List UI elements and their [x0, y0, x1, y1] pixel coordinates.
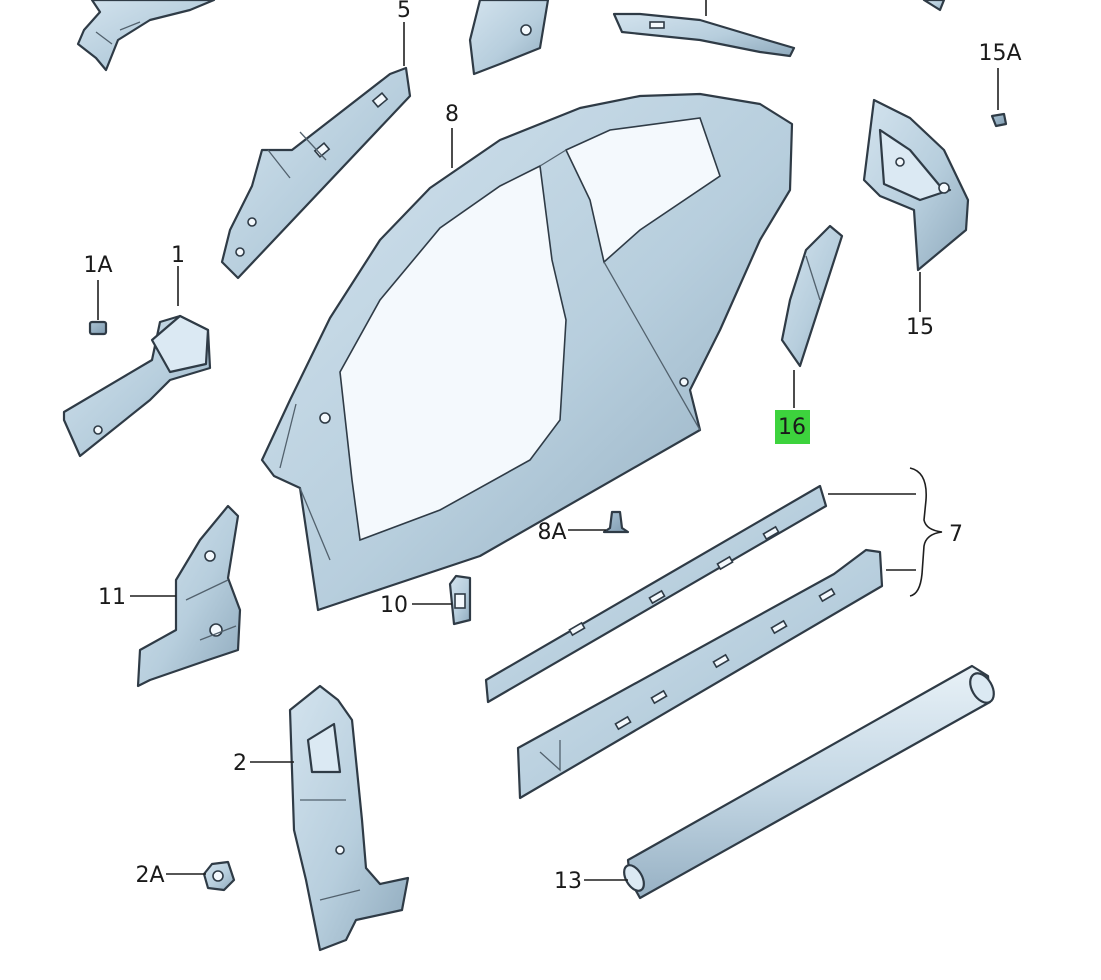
callout-15: 15: [906, 315, 934, 340]
callout-8A: 8A: [537, 520, 566, 545]
top-roof-rail-part: [612, 12, 796, 58]
callout-8: 8: [445, 102, 459, 127]
callout-11: 11: [98, 585, 126, 610]
part-5-reinforcement-rail: [220, 66, 412, 280]
callout-15A: 15A: [978, 41, 1021, 66]
top-left-fender-bracket-part: [76, 0, 216, 72]
part-8A-screw: [602, 510, 630, 534]
callout-10: 10: [380, 593, 408, 618]
part-7-sill-outer-panel: [516, 548, 884, 800]
part-15-rear-wheelhouse: [862, 98, 970, 272]
part-13-sill-trim: [623, 664, 995, 900]
callout-2A: 2A: [135, 863, 164, 888]
top-a-pillar-part: [468, 0, 550, 76]
leader-lines: [97, 0, 999, 881]
callout-labels: 5 8 15A 1A 1 15 16 7 8A 11 10 2 2A 13: [83, 0, 1021, 894]
part-11-corner-reinforcement: [136, 504, 242, 688]
callout-2: 2: [233, 751, 247, 776]
callout-13: 13: [554, 869, 582, 894]
part-2-b-pillar: [288, 684, 410, 952]
part-16-reinforcement-strip: [780, 224, 844, 368]
part-2A-bushing: [202, 860, 236, 892]
callout-1A: 1A: [83, 253, 112, 278]
part-8-side-panel-frame: [260, 92, 794, 612]
part-7-sill-inner-panel: [484, 484, 828, 704]
part-15A-clip: [990, 112, 1008, 128]
callout-1: 1: [171, 243, 185, 268]
top-right-fragment-part: [922, 0, 946, 12]
part-1-front-bracket: [62, 314, 212, 458]
callout-16-highlight: [775, 410, 810, 444]
callout-7: 7: [949, 522, 963, 547]
bracket-7: [909, 467, 943, 597]
callout-16: 16: [778, 415, 806, 440]
part-10-small-bracket: [448, 574, 472, 626]
part-1A-clip-nut: [88, 320, 108, 336]
callout-5: 5: [397, 0, 411, 23]
